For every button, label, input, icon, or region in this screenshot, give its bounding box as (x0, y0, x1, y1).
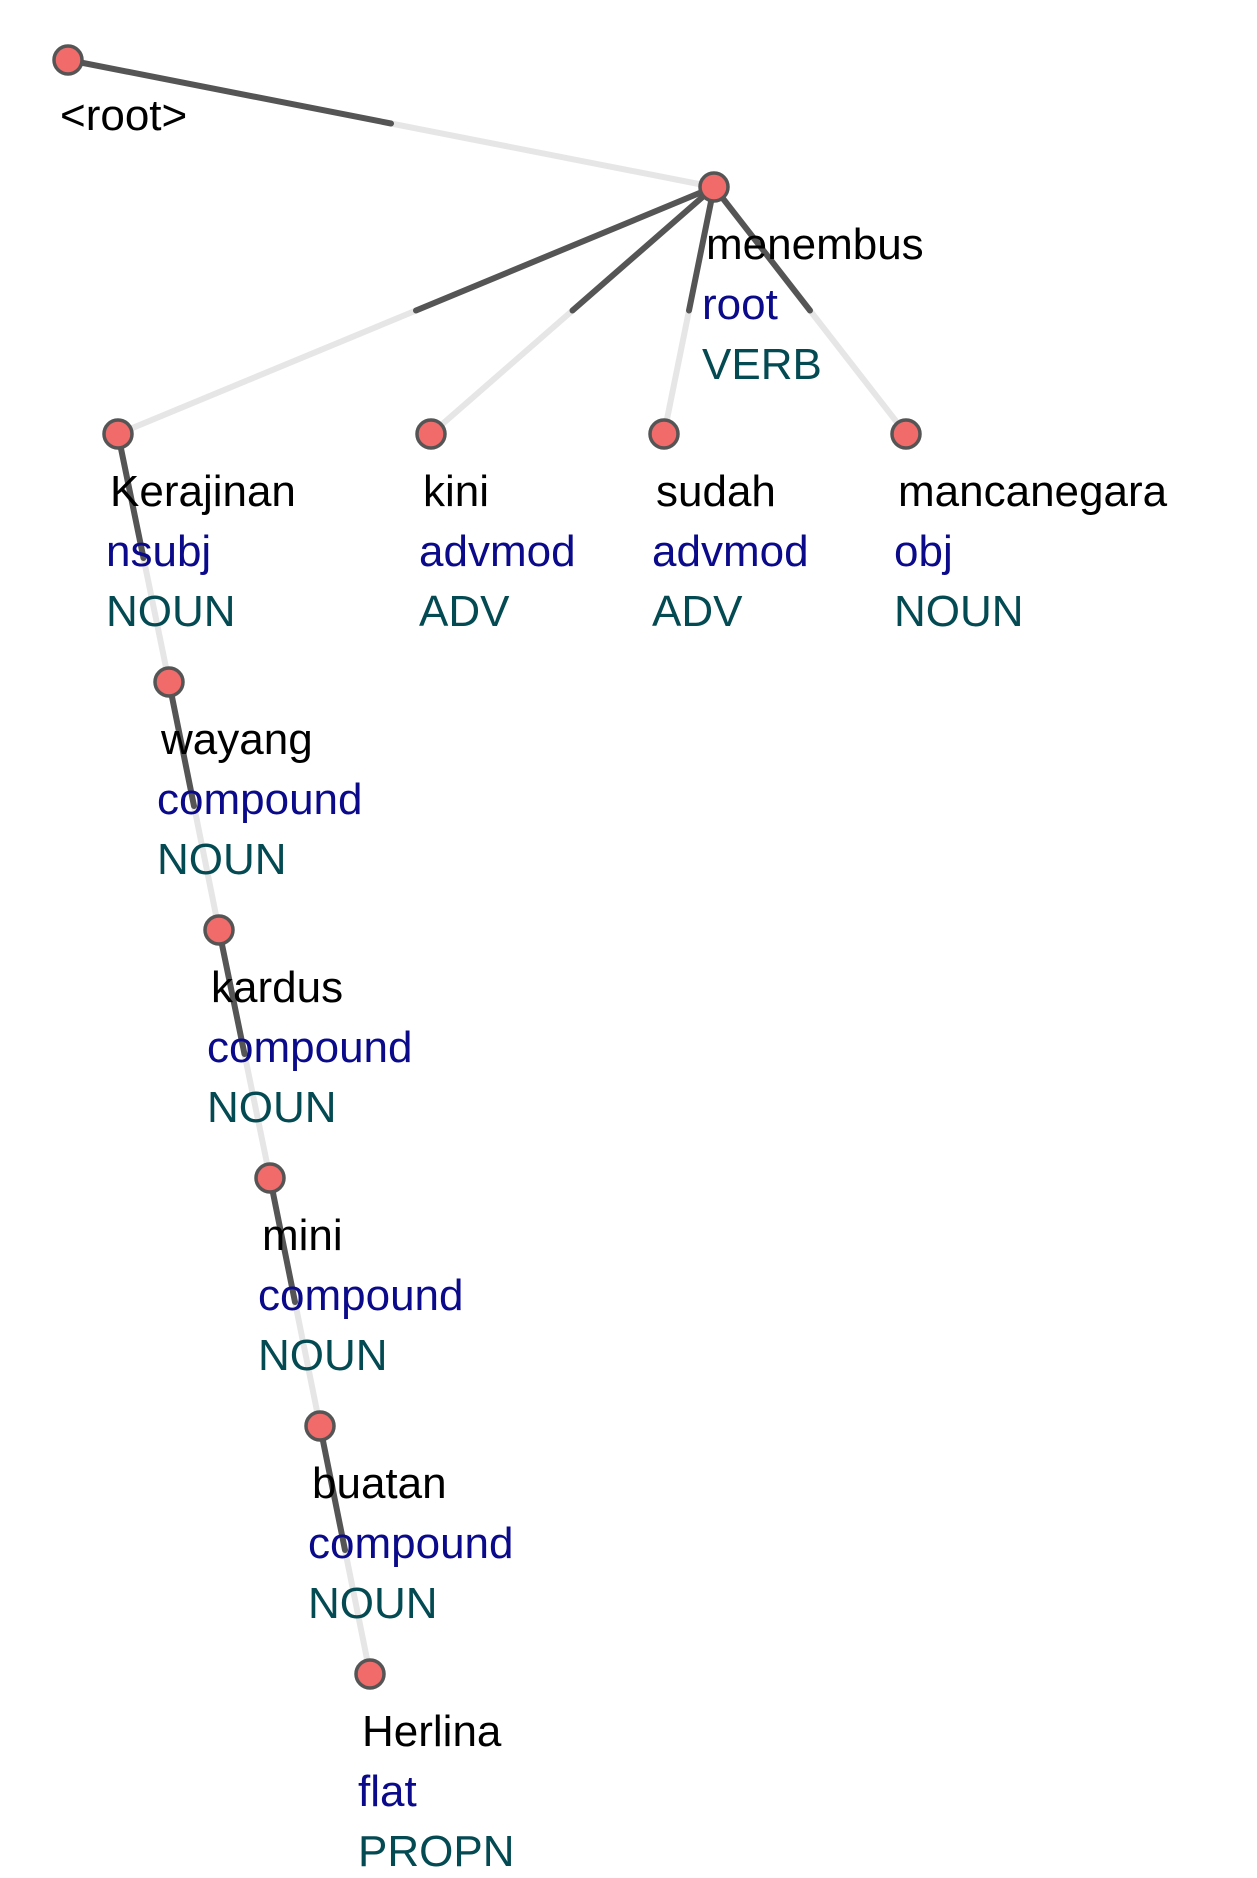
token-upos-wayang: NOUN (157, 835, 287, 884)
edge-nsubj-kerajinan-head-half (413, 184, 717, 314)
token-deprel-kardus: compound (207, 1023, 412, 1072)
node-mancanegara[interactable] (890, 418, 922, 450)
token-form-kerajinan: Kerajinan (110, 467, 296, 516)
token-deprel-mancanegara: obj (894, 527, 953, 576)
tree-nodes (52, 44, 922, 1690)
token-deprel-menembus: root (702, 280, 778, 329)
token-deprel-buatan: compound (308, 1519, 513, 1568)
tree-edges (65, 57, 909, 1677)
token-deprel-herlina: flat (358, 1767, 417, 1816)
token-deprel-kerajinan: nsubj (106, 527, 211, 576)
token-upos-sudah: ADV (652, 587, 743, 636)
edge-compound-buatan-head-half (267, 1175, 298, 1305)
edge-compound-kardus-head-half (166, 679, 197, 809)
node-kardus[interactable] (203, 914, 235, 946)
token-upos-menembus: VERB (702, 340, 822, 389)
edge-compound-kardus-dependent-half (191, 803, 222, 933)
token-upos-mini: NOUN (258, 1331, 388, 1380)
edge-flat-herlina-head-half (317, 1423, 348, 1553)
token-deprel-wayang: compound (157, 775, 362, 824)
node-buatan[interactable] (304, 1410, 336, 1442)
token-form-kardus: kardus (211, 963, 343, 1012)
token-form-kini: kini (423, 467, 489, 516)
edge-advmod-kini-dependent-half (428, 307, 576, 437)
token-upos-kerajinan: NOUN (106, 587, 236, 636)
token-form-buatan: buatan (312, 1459, 447, 1508)
token-deprel-kini: advmod (419, 527, 576, 576)
edge-root-menembus-dependent-half (388, 120, 717, 190)
edge-obj-mancanegara-dependent-half (807, 307, 909, 437)
edge-advmod-kini-head-half (569, 184, 717, 314)
edge-root-menembus-head-half (65, 57, 394, 127)
node-sudah[interactable] (648, 418, 680, 450)
token-form-mancanegara: mancanegara (898, 467, 1168, 516)
token-upos-kini: ADV (419, 587, 510, 636)
edge-compound-mini-dependent-half (241, 1051, 273, 1181)
edge-compound-wayang-dependent-half (140, 555, 172, 685)
node-herlina[interactable] (354, 1658, 386, 1690)
token-form-sudah: sudah (656, 467, 776, 516)
edge-obj-mancanegara-head-half (711, 184, 813, 314)
node-kini[interactable] (415, 418, 447, 450)
token-form-herlina: Herlina (362, 1707, 502, 1756)
edge-compound-buatan-dependent-half (292, 1299, 323, 1429)
edge-compound-wayang-head-half (115, 431, 147, 561)
node-root[interactable] (52, 44, 84, 76)
token-deprel-sudah: advmod (652, 527, 809, 576)
edge-flat-herlina-dependent-half (342, 1547, 373, 1677)
token-upos-buatan: NOUN (308, 1579, 438, 1628)
token-upos-mancanegara: NOUN (894, 587, 1024, 636)
edge-advmod-sudah-dependent-half (661, 307, 692, 437)
token-form-menembus: menembus (706, 220, 924, 269)
token-form-mini: mini (262, 1211, 343, 1260)
edge-nsubj-kerajinan-dependent-half (115, 307, 419, 437)
token-upos-herlina: PROPN (358, 1827, 514, 1876)
token-form-wayang: wayang (160, 715, 313, 764)
node-menembus[interactable] (698, 171, 730, 203)
root-label: <root> (60, 91, 187, 140)
node-mini[interactable] (254, 1162, 286, 1194)
token-deprel-mini: compound (258, 1271, 463, 1320)
tree-labels: <root>KerajinannsubjNOUNwayangcompoundNO… (60, 91, 1168, 1876)
edge-advmod-sudah-head-half (686, 184, 717, 314)
edge-compound-mini-head-half (216, 927, 248, 1057)
token-upos-kardus: NOUN (207, 1083, 337, 1132)
node-wayang[interactable] (153, 666, 185, 698)
node-kerajinan[interactable] (102, 418, 134, 450)
